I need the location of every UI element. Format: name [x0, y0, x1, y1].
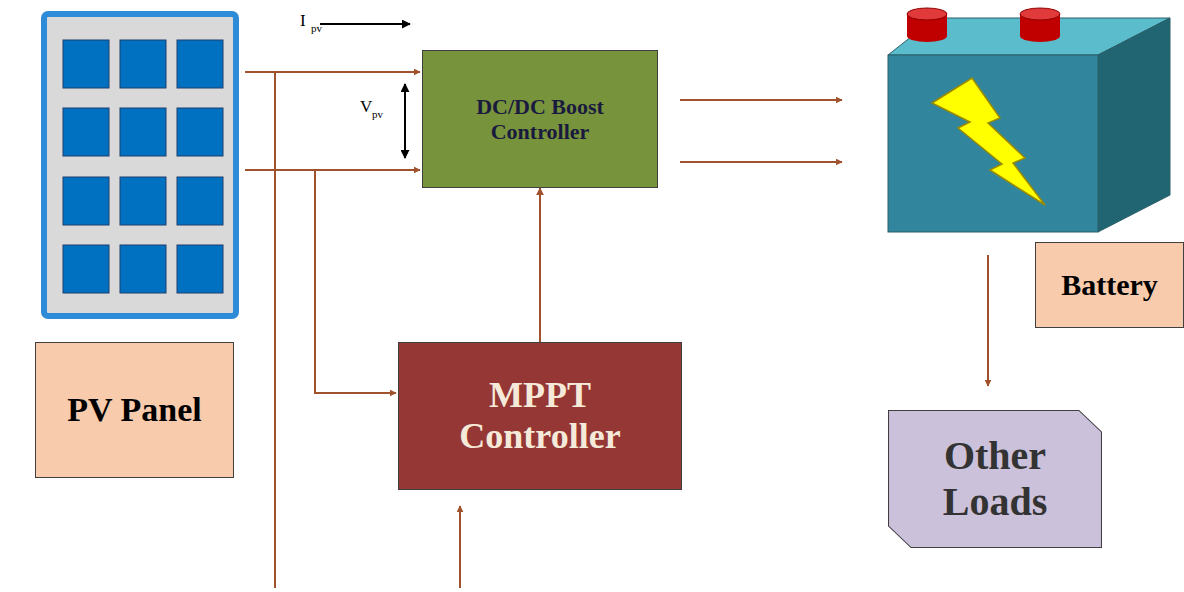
battery-illustration	[888, 8, 1170, 232]
battery-terminal	[1020, 8, 1060, 42]
solar-cell	[120, 40, 166, 88]
label-box: PV Panel	[35, 342, 234, 478]
battery-front	[888, 55, 1098, 232]
pv-panel-illustration	[44, 14, 236, 316]
wire-arrow	[245, 169, 420, 171]
solar-cells	[63, 40, 223, 293]
output-arrow	[680, 99, 842, 101]
signal-subscript: pv	[311, 23, 322, 34]
load-box: Other Loads	[888, 410, 1102, 548]
panel-frame	[44, 14, 236, 316]
wire-arrow	[245, 71, 420, 73]
solar-cell	[120, 177, 166, 225]
solar-cell	[120, 245, 166, 293]
node-text: PV Panel	[67, 390, 201, 429]
signal-name: I	[300, 12, 306, 29]
solar-cell	[177, 108, 223, 156]
node-text: Other Loads	[900, 433, 1090, 525]
load-arrow	[987, 255, 989, 386]
solar-cell	[177, 245, 223, 293]
battery-side	[1098, 18, 1170, 232]
load-outline	[889, 411, 1102, 548]
signal-subscript: pv	[372, 109, 383, 120]
solar-cell	[63, 108, 109, 156]
solar-cell	[177, 40, 223, 88]
process-box: DC/DC Boost Controller	[422, 50, 658, 188]
output-arrow	[680, 161, 842, 163]
sense-wire	[315, 170, 396, 393]
lightning-bolt	[932, 78, 1045, 205]
sense-wire	[274, 72, 276, 588]
solar-cell	[120, 108, 166, 156]
node-text: DC/DC Boost Controller	[475, 94, 605, 145]
solar-cell	[63, 177, 109, 225]
signal-name: V	[360, 98, 372, 115]
label-box: Battery	[1035, 242, 1184, 328]
solar-cell	[63, 245, 109, 293]
control-arrow	[539, 188, 541, 342]
terminal-base	[907, 30, 947, 42]
terminal-base	[1020, 30, 1060, 42]
voltage-arrow	[404, 84, 406, 158]
solar-cell	[177, 177, 223, 225]
battery-terminal	[907, 8, 947, 42]
controller-box: MPPT Controller	[398, 342, 682, 490]
input-arrow	[459, 506, 461, 588]
node-text: Battery	[1061, 268, 1158, 303]
node-text: MPPT Controller	[430, 375, 650, 458]
solar-cell	[63, 40, 109, 88]
terminal-cap	[1020, 8, 1060, 20]
current-arrow	[320, 23, 410, 25]
terminal-cap	[907, 8, 947, 20]
